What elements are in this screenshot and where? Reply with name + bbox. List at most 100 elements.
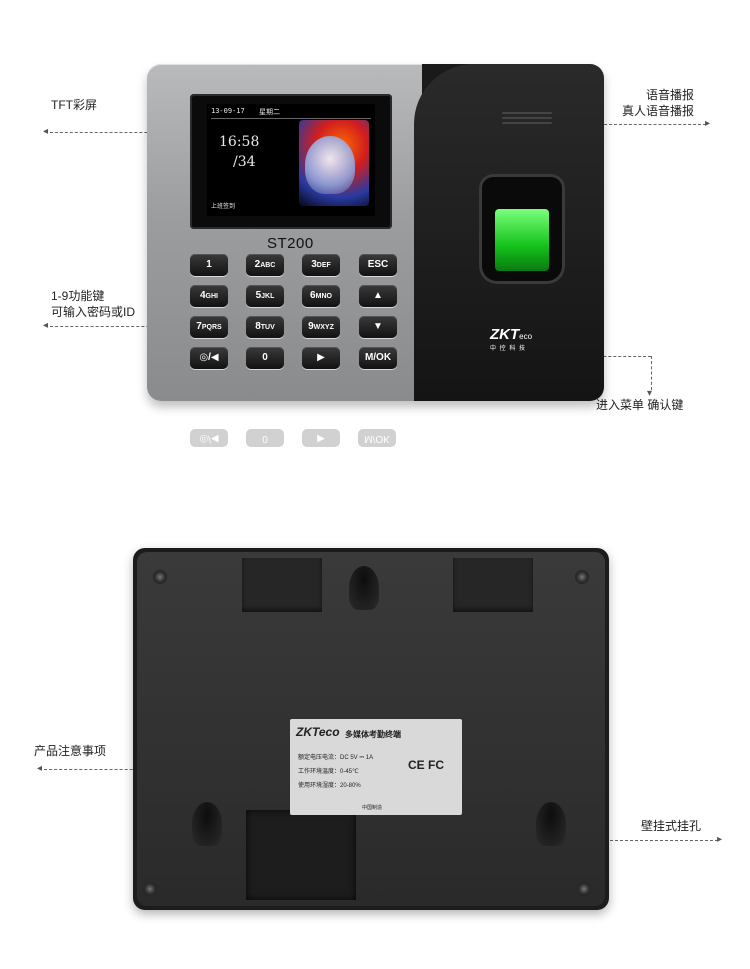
label-logo: ZKTeco [296,725,340,739]
keypad-key-letters: ABC [260,262,276,269]
brand-logo-text: ZKT [490,326,520,343]
keypad-key[interactable]: ◎/◀ [190,347,228,369]
reflection-key: ◎/◀ [190,429,228,447]
annotation-tft: TFT彩屏 [51,98,97,112]
keypad-key-letters: TUV [260,324,275,331]
screen-bezel: 13-09-17 星期二 16:58 /34 上班签到 [190,94,392,229]
screw-icon [577,882,591,896]
brand-logo-sub: 中 控 科 技 [490,346,527,352]
keypad-key[interactable]: 4GHI [190,285,228,307]
arrow-down-icon: ▾ [647,388,653,399]
cable-port-cavity [246,810,356,900]
annotation-menu: 进入菜单 确认键 [596,398,684,412]
leader-line-tft [50,132,182,133]
device-reflection: ◎/◀ 0 ▶ M/OK [190,425,510,475]
keypad-key-label: 5 [255,290,262,301]
keypad-key[interactable]: 7PQRS [190,316,228,338]
speaker-grille [502,109,552,124]
keypad-key[interactable]: ESC [359,254,397,276]
annotation-notice: 产品注意事项 [34,744,107,758]
device-back: ZKTeco 多媒体考勤终端 额定电压电流：DC 5V ⎓ 1A 工作环境温度：… [133,548,609,910]
wall-hook-hole-icon [349,566,379,610]
leader-line-keys [50,326,190,327]
screen-day: /34 [233,154,256,170]
annotation-keys-2: 可输入密码或ID [51,305,136,319]
screen-artwork [299,120,369,206]
keypad-key-label: 0 [262,352,268,363]
keypad-key-letters: DEF [316,262,331,269]
keypad-key-label: 1 [206,259,212,270]
screen-time: 16:58 [219,134,260,150]
arrow-right-icon: ▸ [717,834,723,845]
keypad-key-label: 7 [196,321,202,332]
keypad-key[interactable]: 2ABC [246,254,284,276]
keypad-key-label: ▲ [373,290,383,301]
annotation-keys-1: 1-9功能键 [51,289,105,303]
product-label: ZKTeco 多媒体考勤终端 额定电压电流：DC 5V ⎓ 1A 工作环境温度：… [290,719,462,815]
label-line: 额定电压电流：DC 5V ⎓ 1A [298,755,374,761]
screen-date: 13-09-17 [211,107,245,115]
keypad-key[interactable]: M/OK [359,347,397,369]
label-title: 多媒体考勤终端 [345,730,401,739]
leader-line-voice [520,124,706,125]
mount-bracket-right [453,558,533,612]
keypad-key-label: ◎/◀ [199,352,219,363]
keypad-key[interactable]: ▶ [302,347,340,369]
keypad-key-label: ESC [367,259,389,270]
screw-icon [143,882,157,896]
keypad-key[interactable]: 9WXYZ [302,316,340,338]
keypad-key[interactable]: ▼ [359,316,397,338]
screw-icon [153,570,167,584]
screen-footer: 上班签到 [211,203,236,210]
back-casing: ZKTeco 多媒体考勤终端 额定电压电流：DC 5V ⎓ 1A 工作环境温度：… [137,552,605,906]
keypad-key-label: 9 [308,321,314,332]
fingerprint-reader[interactable] [479,174,565,284]
hand-icon [305,136,355,194]
keypad-key-letters: GHI [205,293,218,300]
keypad-key[interactable]: 6MNO [302,285,340,307]
leader-line-wall [560,840,718,841]
reflection-key: ▶ [302,429,340,447]
mount-bracket-left [242,558,322,612]
keypad-key-label: 6 [310,290,316,301]
keypad-key[interactable]: 8TUV [246,316,284,338]
device-front: 13-09-17 星期二 16:58 /34 上班签到 ST200 1 2ABC 3… [147,64,604,401]
screen-divider [211,118,371,119]
annotation-wall: 壁挂式挂孔 [641,819,702,833]
keypad-key-label: 8 [255,321,261,332]
arrow-left-icon: ◂ [43,320,49,331]
annotation-voice-1: 语音播报 [646,88,695,102]
screen-weekday: 星期二 [259,108,280,116]
label-line: 使用环境湿度：20-80% [298,783,361,789]
keypad-key[interactable]: 1 [190,254,228,276]
model-name: ST200 [267,235,314,252]
keypad-key[interactable]: 0 [246,347,284,369]
keypad-key[interactable]: 5JKL [246,285,284,307]
label-origin: 中国制造 [362,805,383,811]
keypad-key-letters: JKL [261,293,275,300]
ce-fcc-mark: CE FC [408,758,444,772]
keypad-key-letters: WXYZ [313,324,334,331]
keypad-key-label: 4 [199,290,206,301]
reflection-key: M/OK [358,429,396,447]
keypad-key[interactable]: 3DEF [302,254,340,276]
arrow-left-icon: ◂ [37,763,43,774]
brand-logo-suffix: eco [519,332,533,341]
keypad-key-letters: PQRS [201,324,222,331]
label-line: 工作环境温度：0-45℃ [298,769,359,775]
fingerprint-sensor[interactable] [495,209,549,271]
keypad-key-label: M/OK [364,352,392,363]
arrow-right-icon: ▸ [705,118,711,129]
keypad-key[interactable]: ▲ [359,285,397,307]
arrow-left-icon: ◂ [43,126,49,137]
keypad-key-label: 3 [311,259,317,270]
screw-icon [575,570,589,584]
wall-hook-hole-icon [536,802,566,846]
keypad-key-label: 2 [254,259,261,270]
brand-logo: ZKTeco 中 控 科 技 [490,326,532,352]
tft-screen: 13-09-17 星期二 16:58 /34 上班签到 [207,104,375,216]
wall-hook-hole-icon [192,802,222,846]
keypad-key-label: ▼ [373,321,383,332]
keypad-key-letters: MNO [315,293,332,300]
annotation-voice-2: 真人语音播报 [622,104,695,118]
